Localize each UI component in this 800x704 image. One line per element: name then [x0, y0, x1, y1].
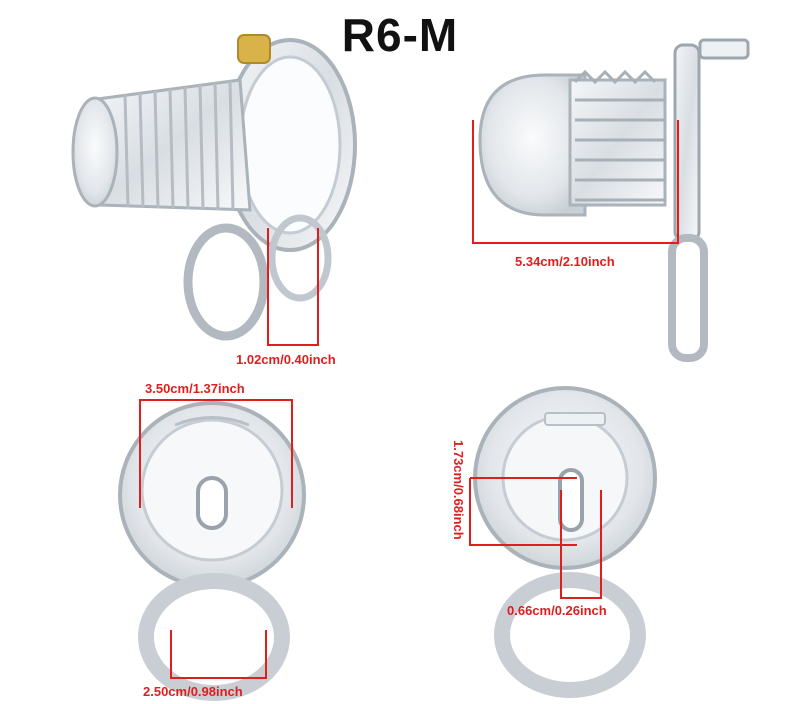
- cage-front-view: [118, 401, 306, 701]
- label-hole-width: 0.66cm/0.26inch: [507, 603, 607, 618]
- dimension-lines: [139, 120, 679, 679]
- cage-angle-view: [71, 34, 357, 341]
- label-cage-length: 5.34cm/2.10inch: [515, 254, 615, 269]
- dim-cage-width: [139, 399, 293, 508]
- label-ring-gap: 1.02cm/0.40inch: [236, 352, 336, 367]
- label-cage-width: 3.50cm/1.37inch: [145, 381, 245, 396]
- dim-hole-width: [560, 490, 602, 599]
- label-ring-inner: 2.50cm/0.98inch: [143, 684, 243, 699]
- cage-back-view: [473, 386, 657, 698]
- dim-cage-length: [472, 120, 679, 244]
- dim-ring-gap: [267, 228, 319, 346]
- product-title: R6-M: [341, 9, 459, 61]
- cage-side-view: [478, 38, 750, 362]
- label-front-height: 1.73cm/0.68inch: [451, 440, 466, 540]
- dim-ring-inner: [170, 630, 267, 679]
- lower-ring: [183, 223, 269, 341]
- dim-front-height: [469, 478, 577, 546]
- lock-icon: [237, 34, 271, 64]
